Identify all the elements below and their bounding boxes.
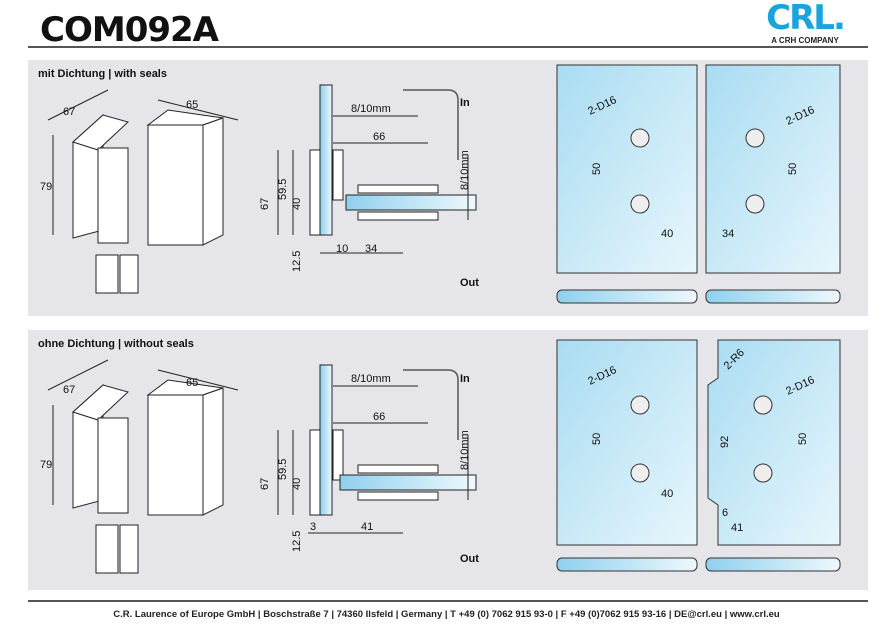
dim-12-5: 12.5 bbox=[291, 531, 303, 552]
label-in: In bbox=[460, 97, 470, 109]
footer-contact: C.R. Laurence of Europe GmbH | Boschstra… bbox=[113, 609, 780, 620]
glass-panels bbox=[556, 64, 841, 304]
product-code-title: COM092A bbox=[40, 10, 219, 50]
dim-12-5: 12.5 bbox=[291, 251, 303, 272]
dim-67: 67 bbox=[259, 198, 271, 210]
dim-41-edge: 41 bbox=[731, 522, 743, 534]
side-section-view bbox=[277, 364, 477, 534]
drawing-with-seals: 67 65 79 8/10mm 66 67 59.5 40 12.5 10 34… bbox=[40, 64, 841, 304]
drawing-without-seals: 67 65 79 8/10mm 66 67 59.5 40 12.5 3 41 … bbox=[40, 339, 841, 574]
footer-divider bbox=[28, 600, 868, 602]
dim-41: 41 bbox=[361, 521, 373, 533]
side-section-view bbox=[277, 84, 477, 254]
dim-66: 66 bbox=[373, 411, 385, 423]
section-title: mit Dichtung | with seals bbox=[38, 68, 167, 80]
dim-34: 34 bbox=[365, 243, 377, 255]
dim-40: 40 bbox=[291, 198, 303, 210]
crl-logo: CRL. A CRH COMPANY bbox=[766, 0, 846, 45]
dim-glass-thickness: 8/10mm bbox=[351, 103, 391, 115]
dim-40-edge: 40 bbox=[661, 228, 673, 240]
section-with-seals: mit Dichtung | with seals 67 65 79 bbox=[28, 60, 868, 316]
dim-10: 10 bbox=[336, 243, 348, 255]
dim-66: 66 bbox=[373, 131, 385, 143]
section-without-seals: ohne Dichtung | without seals 67 65 79 8… bbox=[28, 330, 868, 590]
dim-50-left: 50 bbox=[591, 163, 603, 175]
dim-59-5: 59.5 bbox=[277, 179, 289, 200]
dim-height: 79 bbox=[40, 181, 52, 193]
dim-3: 3 bbox=[310, 521, 316, 533]
dim-depth: 67 bbox=[63, 106, 75, 118]
header-divider bbox=[28, 46, 868, 48]
dim-thickness-2: 8/10mm bbox=[459, 430, 471, 470]
isometric-view bbox=[47, 359, 239, 574]
dim-thickness-2: 8/10mm bbox=[459, 150, 471, 190]
label-out: Out bbox=[460, 553, 479, 565]
isometric-view bbox=[47, 89, 239, 294]
glass-panels bbox=[556, 339, 841, 572]
label-in: In bbox=[460, 373, 470, 385]
dim-50-right: 50 bbox=[797, 433, 809, 445]
dim-34-edge: 34 bbox=[722, 228, 734, 240]
dim-40-edge: 40 bbox=[661, 488, 673, 500]
dim-6: 6 bbox=[722, 507, 728, 519]
dim-glass-thickness: 8/10mm bbox=[351, 373, 391, 385]
dim-59-5: 59.5 bbox=[277, 459, 289, 480]
dim-depth: 67 bbox=[63, 384, 75, 396]
dim-width: 65 bbox=[186, 99, 198, 111]
dim-40: 40 bbox=[291, 478, 303, 490]
section-title: ohne Dichtung | without seals bbox=[38, 338, 194, 350]
dim-50-right: 50 bbox=[787, 163, 799, 175]
dim-width: 65 bbox=[186, 377, 198, 389]
dim-50-left: 50 bbox=[591, 433, 603, 445]
dim-92: 92 bbox=[719, 436, 731, 448]
dim-67: 67 bbox=[259, 478, 271, 490]
label-out: Out bbox=[460, 277, 479, 289]
dim-height: 79 bbox=[40, 459, 52, 471]
